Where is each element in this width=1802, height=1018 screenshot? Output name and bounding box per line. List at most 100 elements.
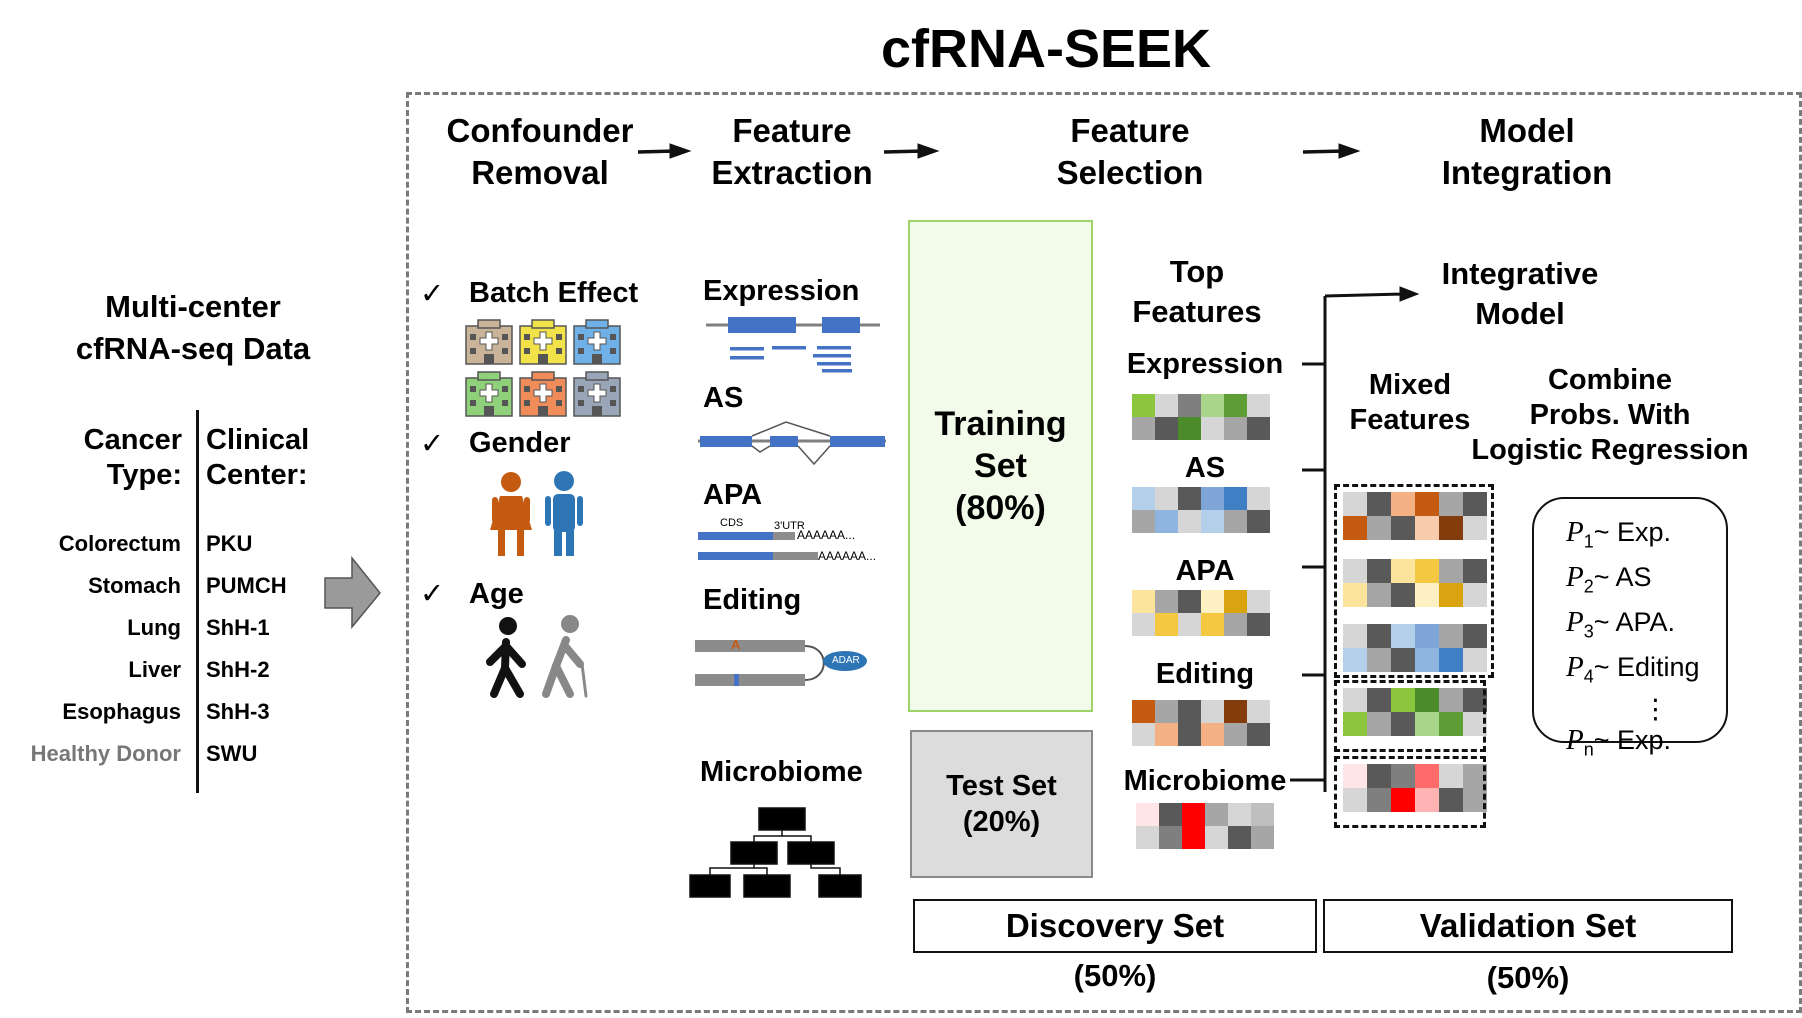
heatmap-cell [1159, 803, 1182, 826]
discovery-set-box: Discovery Set [913, 899, 1317, 953]
male-icon [545, 471, 583, 556]
heatmap-cell [1343, 559, 1367, 583]
heatmap-cell [1343, 492, 1367, 516]
data-title-line: Multi-center [105, 289, 281, 324]
editing-schematic [695, 640, 867, 686]
heatmap-cell [1391, 583, 1415, 607]
cancer-type-cell: Lung [127, 615, 181, 640]
mixed-apa-heatmap [1343, 559, 1487, 607]
heatmap-cell [1132, 613, 1155, 636]
formula-vdots: ⋮ [1642, 693, 1669, 724]
heatmap-cell [1228, 826, 1251, 849]
heatmap-cell [1201, 613, 1224, 636]
heatmap-cell [1391, 492, 1415, 516]
heatmap-cell [1132, 700, 1155, 723]
heatmap-cell [1367, 559, 1391, 583]
header-line: Type: [106, 459, 182, 491]
training-line: (80%) [955, 489, 1046, 527]
step-arrows [637, 143, 1361, 159]
heatmap-cell [1343, 516, 1367, 540]
as-heatmap [1132, 487, 1270, 533]
cancer-type-cell: Stomach [88, 573, 181, 598]
confounder-gender: Gender [469, 427, 571, 459]
formula-sub: 2 [1583, 576, 1594, 597]
heatmap-cell [1155, 590, 1178, 613]
heatmap-cell [1367, 583, 1391, 607]
heatmap-cell [1463, 624, 1487, 648]
heatmap-cell [1439, 764, 1463, 788]
heatmap-cell [1439, 788, 1463, 812]
combine-probs-title: Combine Probs. With Logistic Regression [1460, 363, 1760, 468]
formula-sub: 3 [1583, 621, 1594, 642]
clinical-center-cell: ShH-2 [206, 657, 270, 682]
heatmap-cell [1247, 723, 1270, 746]
confounder-batch-effect: Batch Effect [469, 277, 639, 309]
formula-sub: n [1583, 738, 1594, 759]
heatmap-cell [1463, 648, 1487, 672]
feature-heatmaps [1132, 394, 1487, 849]
cancer-type-cell: Liver [128, 657, 181, 682]
heatmap-cell [1132, 723, 1155, 746]
step-line: Feature [1070, 112, 1190, 149]
formula-rhs: ~ Exp. [1593, 517, 1672, 547]
heatmap-cell [1367, 688, 1391, 712]
heatmap-cell [1224, 613, 1247, 636]
heatmap-cell [1201, 487, 1224, 510]
integrative-model-title: Integrative Model [1420, 254, 1620, 334]
adar-label: ADAR [832, 655, 860, 666]
heatmap-cell [1201, 590, 1224, 613]
microbiome-tree-schematic [689, 807, 862, 898]
clinical-center-cell: SWU [206, 741, 258, 766]
step-feature-selection: Feature Selection [1030, 110, 1230, 194]
cancer-type-cell: Esophagus [62, 699, 181, 724]
step-feature-extraction: Feature Extraction [692, 110, 892, 194]
heatmap-cell [1155, 510, 1178, 533]
formula-line-2: P2~ AS [1566, 560, 1726, 605]
heatmap-cell [1463, 492, 1487, 516]
formula-rhs: ~ Exp. [1593, 724, 1672, 755]
step-line: Feature [732, 112, 852, 149]
heatmap-cell [1247, 394, 1270, 417]
heatmap-cell [1439, 624, 1463, 648]
heatmap-cell [1178, 590, 1201, 613]
heatmap-cell [1182, 803, 1205, 826]
step-line: Extraction [711, 154, 873, 191]
editing-heatmap [1132, 700, 1270, 746]
heatmap-cell [1439, 492, 1463, 516]
data-panel-title: Multi-center cfRNA-seq Data [48, 286, 338, 370]
formula-line-1: P1~ Exp. [1566, 515, 1726, 560]
heatmap-cell [1463, 583, 1487, 607]
heatmap-cell [1201, 417, 1224, 440]
mixed-as-heatmap [1343, 624, 1487, 672]
cancer-type-header: Cancer Type: [40, 423, 182, 493]
heatmap-cell [1201, 510, 1224, 533]
hospital-icon [519, 371, 567, 417]
heatmap-cell [1251, 803, 1274, 826]
heatmap-cell [1201, 394, 1224, 417]
top-feature-expression: Expression [1126, 348, 1284, 380]
heatmap-cell [1391, 648, 1415, 672]
heatmap-cell [1155, 394, 1178, 417]
mixed-line: Mixed [1368, 369, 1452, 401]
mixed-features-title: Mixed Features [1335, 368, 1485, 438]
mixed-feature-group-3 [1334, 756, 1486, 828]
heatmap-cell [1224, 487, 1247, 510]
hospital-icon [573, 319, 621, 365]
header-line: Clinical [206, 424, 310, 456]
top-features-line: Top [1169, 254, 1225, 289]
heatmap-cell [1224, 417, 1247, 440]
formula-sub: 1 [1583, 531, 1594, 552]
heatmap-cell [1178, 394, 1201, 417]
heatmap-cell [1439, 688, 1463, 712]
heatmap-cell [1415, 583, 1439, 607]
heatmap-cell [1343, 764, 1367, 788]
heatmap-cell [1247, 700, 1270, 723]
step-line: Removal [471, 154, 609, 191]
heatmap-cell [1367, 516, 1391, 540]
formula-rhs: ~ AS [1593, 561, 1652, 592]
heatmap-cell [1132, 417, 1155, 440]
heatmap-cell [1224, 510, 1247, 533]
apa-cds-label: CDS [720, 517, 744, 529]
heatmap-cell [1343, 648, 1367, 672]
